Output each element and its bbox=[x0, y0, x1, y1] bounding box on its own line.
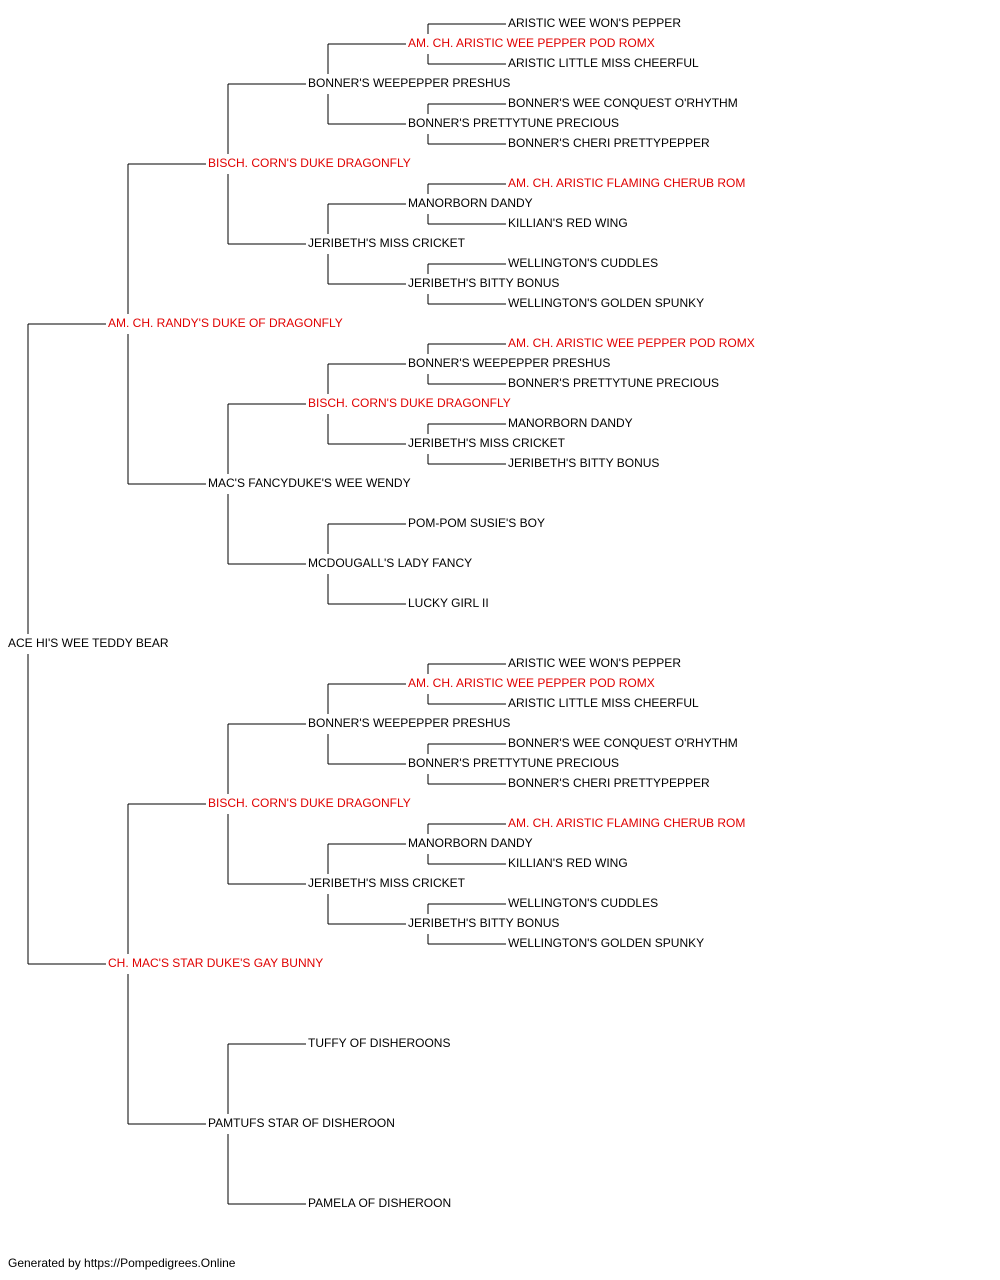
subject-name: ACE HI'S WEE TEDDY BEAR bbox=[8, 636, 169, 650]
ancestor-name: MANORBORN DANDY bbox=[508, 416, 633, 430]
ancestor-name: BONNER'S WEE CONQUEST O'RHYTHM bbox=[508, 96, 738, 110]
ancestor-name: JERIBETH'S BITTY BONUS bbox=[508, 456, 659, 470]
ancestor-name: BISCH. CORN'S DUKE DRAGONFLY bbox=[208, 156, 411, 170]
ancestor-name: BISCH. CORN'S DUKE DRAGONFLY bbox=[308, 396, 511, 410]
ancestor-name: MAC'S FANCYDUKE'S WEE WENDY bbox=[208, 476, 411, 490]
ancestor-name: KILLIAN'S RED WING bbox=[508, 216, 628, 230]
ancestor-name: MCDOUGALL'S LADY FANCY bbox=[308, 556, 472, 570]
ancestor-name: ARISTIC LITTLE MISS CHEERFUL bbox=[508, 696, 699, 710]
ancestor-name: JERIBETH'S MISS CRICKET bbox=[408, 436, 566, 450]
ancestor-name: JERIBETH'S BITTY BONUS bbox=[408, 916, 559, 930]
ancestor-name: BONNER'S WEEPEPPER PRESHUS bbox=[408, 356, 610, 370]
ancestor-name: TUFFY OF DISHEROONS bbox=[308, 1036, 450, 1050]
ancestor-name: BONNER'S PRETTYTUNE PRECIOUS bbox=[508, 376, 719, 390]
ancestor-name: WELLINGTON'S CUDDLES bbox=[508, 896, 658, 910]
ancestor-name: ARISTIC WEE WON'S PEPPER bbox=[508, 656, 681, 670]
ancestor-name: ARISTIC WEE WON'S PEPPER bbox=[508, 16, 681, 30]
ancestor-name: AM. CH. ARISTIC WEE PEPPER POD ROMX bbox=[508, 336, 755, 350]
ancestor-name: JERIBETH'S MISS CRICKET bbox=[308, 236, 466, 250]
ancestor-name: BONNER'S WEEPEPPER PRESHUS bbox=[308, 716, 510, 730]
ancestor-name: CH. MAC'S STAR DUKE'S GAY BUNNY bbox=[108, 956, 323, 970]
ancestor-name: MANORBORN DANDY bbox=[408, 196, 533, 210]
ancestor-name: BONNER'S CHERI PRETTYPEPPER bbox=[508, 776, 710, 790]
ancestor-name: PAMTUFS STAR OF DISHEROON bbox=[208, 1116, 395, 1130]
ancestor-name: WELLINGTON'S GOLDEN SPUNKY bbox=[508, 296, 704, 310]
ancestor-name: ARISTIC LITTLE MISS CHEERFUL bbox=[508, 56, 699, 70]
ancestor-name: AM. CH. ARISTIC WEE PEPPER POD ROMX bbox=[408, 36, 655, 50]
footer-credit: Generated by https://Pompedigrees.Online bbox=[8, 1256, 236, 1270]
ancestor-name: AM. CH. ARISTIC WEE PEPPER POD ROMX bbox=[408, 676, 655, 690]
ancestor-name: POM-POM SUSIE'S BOY bbox=[408, 516, 545, 530]
ancestor-name: BONNER'S PRETTYTUNE PRECIOUS bbox=[408, 756, 619, 770]
ancestor-name: LUCKY GIRL II bbox=[408, 596, 489, 610]
ancestor-name: BONNER'S CHERI PRETTYPEPPER bbox=[508, 136, 710, 150]
ancestor-name: BONNER'S PRETTYTUNE PRECIOUS bbox=[408, 116, 619, 130]
ancestor-name: AM. CH. ARISTIC FLAMING CHERUB ROM bbox=[508, 176, 745, 190]
ancestor-name: WELLINGTON'S CUDDLES bbox=[508, 256, 658, 270]
ancestor-name: AM. CH. RANDY'S DUKE OF DRAGONFLY bbox=[108, 316, 343, 330]
ancestor-name: BONNER'S WEEPEPPER PRESHUS bbox=[308, 76, 510, 90]
ancestor-name: JERIBETH'S MISS CRICKET bbox=[308, 876, 466, 890]
ancestor-name: WELLINGTON'S GOLDEN SPUNKY bbox=[508, 936, 704, 950]
ancestor-name: KILLIAN'S RED WING bbox=[508, 856, 628, 870]
ancestor-name: BISCH. CORN'S DUKE DRAGONFLY bbox=[208, 796, 411, 810]
ancestor-name: PAMELA OF DISHEROON bbox=[308, 1196, 451, 1210]
ancestor-name: AM. CH. ARISTIC FLAMING CHERUB ROM bbox=[508, 816, 745, 830]
ancestor-name: JERIBETH'S BITTY BONUS bbox=[408, 276, 559, 290]
ancestor-name: MANORBORN DANDY bbox=[408, 836, 533, 850]
ancestor-name: BONNER'S WEE CONQUEST O'RHYTHM bbox=[508, 736, 738, 750]
